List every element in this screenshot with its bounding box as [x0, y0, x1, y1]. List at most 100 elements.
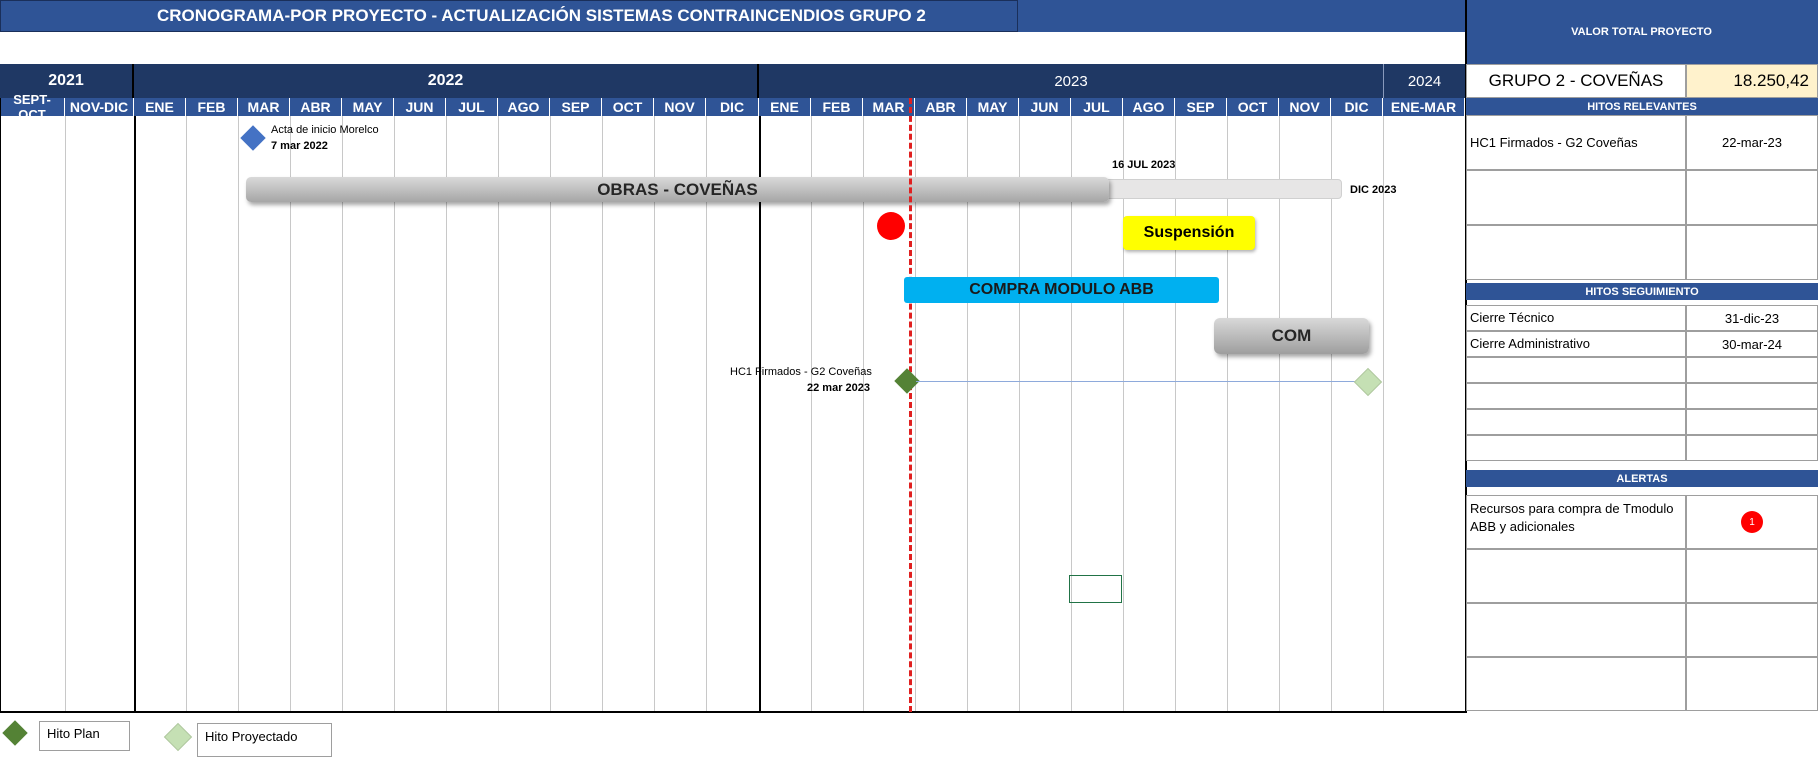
- hitos-relevantes-row-label: [1466, 170, 1686, 225]
- grid-line: [654, 116, 655, 711]
- year-2024: 2024: [1383, 64, 1465, 98]
- hc1-projection-line: [916, 381, 1366, 382]
- hitos-seguimiento-row-date: 31-dic-23: [1686, 305, 1818, 331]
- gantt-left-border: [0, 98, 1, 712]
- hito-proyectado-icon[interactable]: [1353, 367, 1383, 397]
- alerta-count-cell: [1686, 603, 1818, 657]
- legend-hito-proyectado-label: Hito Proyectado: [205, 729, 298, 744]
- month-header: ENE-MAR: [1383, 98, 1465, 116]
- month-header: ENE: [759, 98, 811, 116]
- title-bar-extension: [1018, 0, 1465, 32]
- year-2021-label: 2021: [48, 72, 84, 89]
- compra-modulo-label: COMPRA MODULO ABB: [969, 281, 1154, 298]
- grid-line: [186, 116, 187, 711]
- grid-line: [65, 116, 66, 711]
- month-header: SEP: [550, 98, 602, 116]
- project-value: 18.250,42: [1733, 71, 1809, 90]
- compra-modulo-bar[interactable]: COMPRA MODULO ABB: [904, 277, 1219, 303]
- hitos-seguimiento-row-label: Cierre Administrativo: [1466, 331, 1686, 357]
- hitos-relevantes-header: HITOS RELEVANTES: [1466, 98, 1818, 115]
- month-header: SEPT-OCT: [0, 92, 65, 122]
- grid-line: [759, 116, 761, 711]
- month-header: JUN: [1019, 98, 1071, 116]
- alerta-text: [1466, 603, 1686, 657]
- grid-line: [1383, 116, 1384, 711]
- grid-line: [1175, 116, 1176, 711]
- hitos-seguimiento-row-label: [1466, 383, 1686, 409]
- hitos-seguimiento-row-label: Cierre Técnico: [1466, 305, 1686, 331]
- selected-cell[interactable]: [1069, 575, 1122, 603]
- legend-hito-plan-icon: [2, 720, 28, 746]
- month-header: ABR: [915, 98, 967, 116]
- obras-end-label: 16 JUL 2023: [1112, 159, 1176, 171]
- obras-projected-end-label: DIC 2023: [1350, 184, 1397, 196]
- hitos-relevantes-row-date: [1686, 225, 1818, 280]
- suspension-bar[interactable]: Suspensión: [1123, 216, 1255, 250]
- title-bar: [0, 0, 1018, 32]
- alerta-text: Recursos para compra de Tmodulo ABB y ad…: [1466, 495, 1686, 549]
- com-label: COM: [1271, 326, 1312, 345]
- month-header: SEP: [1175, 98, 1227, 116]
- month-header: AGO: [1123, 98, 1175, 116]
- hitos-seguimiento-row-date: 30-mar-24: [1686, 331, 1818, 357]
- alerta-count-cell: [1686, 657, 1818, 711]
- grid-line: [550, 116, 551, 711]
- acta-inicio-label: Acta de inicio Morelco: [271, 124, 379, 136]
- hitos-seguimiento-row-label: [1466, 357, 1686, 383]
- project-name: GRUPO 2 - COVEÑAS: [1488, 71, 1664, 90]
- legend-hito-plan-label: Hito Plan: [47, 726, 100, 741]
- grid-line: [238, 116, 239, 711]
- grid-line: [342, 116, 343, 711]
- grid-line: [811, 116, 812, 711]
- hitos-relevantes-row-date: 22-mar-23: [1686, 115, 1818, 170]
- grid-line: [134, 116, 136, 711]
- com-bar[interactable]: COM: [1214, 318, 1369, 354]
- month-header: OCT: [602, 98, 654, 116]
- hitos-seguimiento-row-date: [1686, 435, 1818, 461]
- hitos-relevantes-row-label: [1466, 225, 1686, 280]
- obras-bar[interactable]: OBRAS - COVEÑAS: [246, 177, 1109, 202]
- acta-inicio-date: 7 mar 2022: [271, 140, 328, 152]
- year-2024-label: 2024: [1407, 72, 1442, 90]
- grid-line: [290, 116, 291, 711]
- year-2023: 2023: [759, 64, 1383, 98]
- year-2022: 2022: [134, 64, 759, 98]
- grid-line: [1019, 116, 1020, 711]
- month-header: MAY: [342, 98, 394, 116]
- grid-line: [1227, 116, 1228, 711]
- month-header: DIC: [706, 98, 759, 116]
- alertas-header: ALERTAS: [1466, 470, 1818, 487]
- month-header: ENE: [134, 98, 186, 116]
- project-value-cell: 18.250,42: [1686, 64, 1818, 98]
- alerta-count-cell: 1: [1686, 495, 1818, 549]
- alert-count-badge[interactable]: 1: [1741, 511, 1763, 533]
- grid-line: [1279, 116, 1280, 711]
- page-title: CRONOGRAMA-POR PROYECTO - ACTUALIZACIÓN …: [157, 6, 926, 25]
- hitos-seguimiento-row-label: [1466, 435, 1686, 461]
- grid-line: [706, 116, 707, 711]
- obras-bar-label: OBRAS - COVEÑAS: [597, 179, 758, 199]
- month-header: MAR: [863, 98, 915, 116]
- month-header: FEB: [811, 98, 863, 116]
- month-header: NOV-DIC: [65, 98, 134, 116]
- month-header: FEB: [186, 98, 238, 116]
- hitos-relevantes-row-date: [1686, 170, 1818, 225]
- acta-inicio-milestone-icon[interactable]: [240, 125, 266, 151]
- alerta-text: [1466, 657, 1686, 711]
- alert-circle-icon[interactable]: [877, 212, 905, 240]
- month-header: NOV: [654, 98, 706, 116]
- hc1-label: HC1 Firmados - G2 Coveñas: [730, 366, 872, 378]
- grid-line: [1331, 116, 1332, 711]
- month-header: MAR: [238, 98, 290, 116]
- month-header: NOV: [1279, 98, 1331, 116]
- year-2023-label: 2023: [1054, 72, 1088, 90]
- hitos-seguimiento-row-date: [1686, 383, 1818, 409]
- grid-line: [967, 116, 968, 711]
- grid-line: [498, 116, 499, 711]
- legend-hito-proyectado-box: Hito Proyectado: [197, 723, 332, 757]
- year-2022-label: 2022: [427, 72, 464, 89]
- hitos-seguimiento-row-date: [1686, 357, 1818, 383]
- hc1-date: 22 mar 2023: [807, 382, 870, 394]
- grid-line: [863, 116, 864, 711]
- legend-hito-plan-box: Hito Plan: [39, 721, 130, 751]
